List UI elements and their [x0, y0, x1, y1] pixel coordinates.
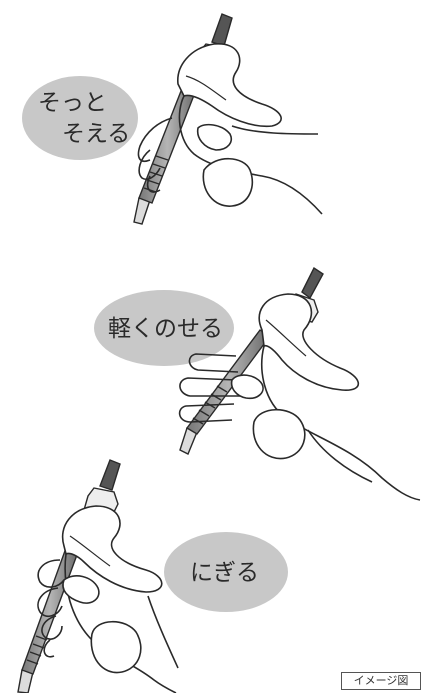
panel-soft-touch — [22, 13, 323, 225]
hand-outline — [37, 553, 177, 693]
speech-bubble — [22, 76, 138, 160]
label-soft-line1: そっと — [38, 90, 107, 116]
hand-outline — [137, 95, 323, 215]
label-soft-line2: そえる — [62, 121, 130, 147]
hand-outline — [178, 345, 421, 501]
thumb-outline — [90, 620, 142, 674]
grip-body — [258, 293, 360, 391]
thumb-outline — [252, 409, 306, 460]
speech-bubble — [164, 532, 288, 612]
thumb-outline — [202, 157, 254, 207]
label-grip: にぎる — [190, 560, 259, 586]
image-note-label: イメージ図 — [341, 672, 421, 690]
panel-grip — [17, 459, 288, 693]
grip-body — [177, 43, 282, 128]
label-light: 軽くのせる — [108, 316, 223, 342]
speech-bubble — [94, 290, 234, 366]
panel-light-rest — [94, 266, 421, 501]
grip-body — [61, 505, 163, 593]
